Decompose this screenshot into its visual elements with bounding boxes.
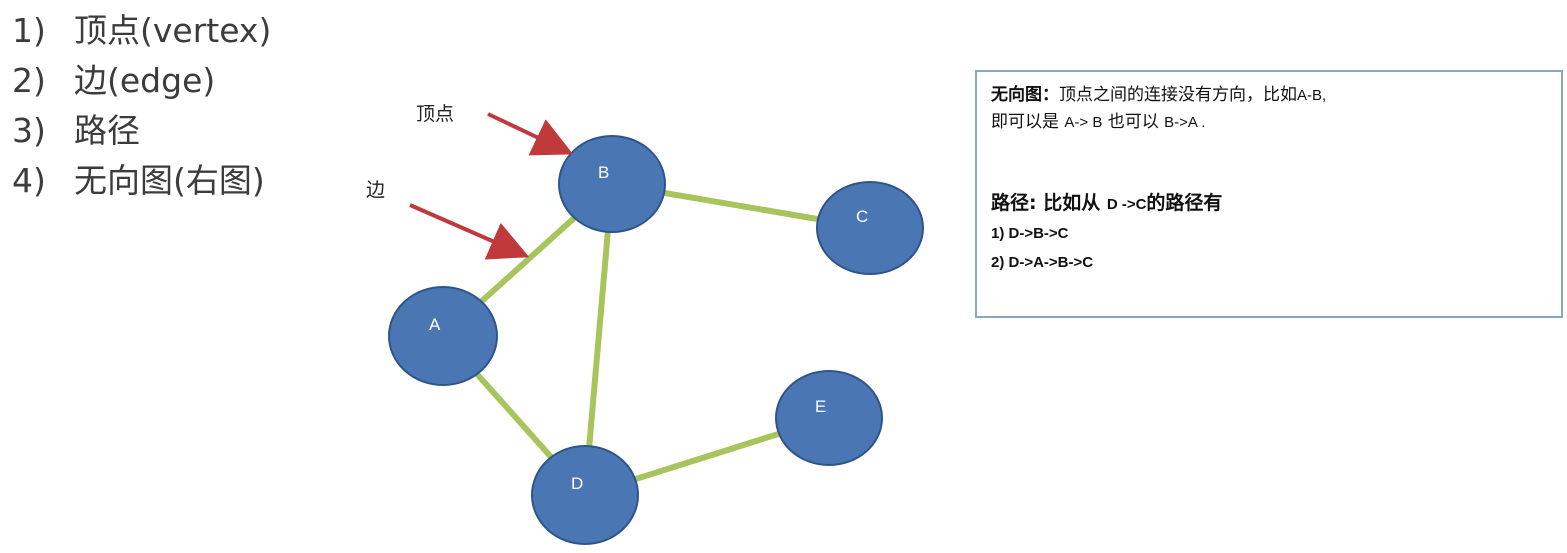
undirected-title: 无向图：	[991, 85, 1059, 105]
undirected-code: A-> B	[1064, 114, 1103, 131]
path-title: 路径: 比如从 D ->C的路径有	[991, 188, 1547, 215]
undirected-code: B->A .	[1164, 114, 1206, 131]
node-circle	[388, 286, 498, 386]
outline-number: 2)	[12, 61, 46, 100]
node-e: E	[775, 370, 883, 466]
undirected-text: 顶点之间的连接没有方向，比如	[1059, 85, 1297, 105]
edge-annotation-label: 边	[366, 179, 385, 201]
annotations-layer: 顶点 边	[366, 103, 574, 260]
node-label: A	[429, 315, 441, 334]
outline-item: 4) 无向图(右图)	[12, 156, 271, 206]
node-label: E	[815, 397, 826, 416]
outline-text: 顶点(vertex)	[74, 11, 272, 50]
node-circle	[531, 445, 639, 545]
undirected-description: 无向图：顶点之间的连接没有方向，比如A-B, 即可以是 A-> B 也可以 B-…	[991, 82, 1547, 136]
edge-b-d	[582, 183, 615, 496]
outline-item: 2) 边(edge)	[12, 56, 271, 106]
outline-text: 路径	[74, 111, 140, 150]
outline-number: 4)	[12, 161, 46, 200]
path-item: 2) D->A->B->C	[991, 254, 1094, 271]
path-title-code: D ->C	[1106, 196, 1147, 213]
path-title-suffix: 的路径有	[1146, 192, 1223, 214]
path-title-text: 路径: 比如从	[991, 192, 1107, 214]
node-c: C	[816, 181, 924, 275]
node-d: D	[531, 445, 639, 545]
node-circle	[775, 370, 883, 466]
outline-text: 边(edge)	[74, 61, 216, 100]
node-label: B	[598, 163, 609, 182]
outline-item: 1) 顶点(vertex)	[12, 6, 271, 56]
node-circle	[558, 135, 666, 233]
path-item: 1) D->B->C	[991, 225, 1069, 242]
outline-list: 1) 顶点(vertex) 2) 边(edge) 3) 路径 4) 无向图(右图)	[12, 6, 271, 206]
undirected-text: 也可以	[1102, 112, 1165, 132]
node-circle	[816, 181, 924, 275]
vertex-annotation-label: 顶点	[416, 103, 454, 125]
edge-annotation-arrow	[409, 203, 530, 260]
node-label: C	[856, 207, 868, 226]
info-box: 无向图：顶点之间的连接没有方向，比如A-B, 即可以是 A-> B 也可以 B-…	[975, 70, 1563, 318]
node-a: A	[388, 286, 498, 386]
node-label: D	[571, 474, 583, 493]
node-b: B	[558, 135, 666, 233]
outline-item: 3) 路径	[12, 106, 271, 156]
vertex-annotation-arrow	[487, 112, 574, 156]
undirected-text: 即可以是	[991, 112, 1065, 132]
undirected-code: A-B,	[1297, 87, 1327, 104]
outline-text: 无向图(右图)	[74, 161, 265, 200]
nodes-layer: A B C D E	[388, 135, 924, 545]
outline-number: 1)	[12, 11, 46, 50]
outline-number: 3)	[12, 111, 46, 150]
